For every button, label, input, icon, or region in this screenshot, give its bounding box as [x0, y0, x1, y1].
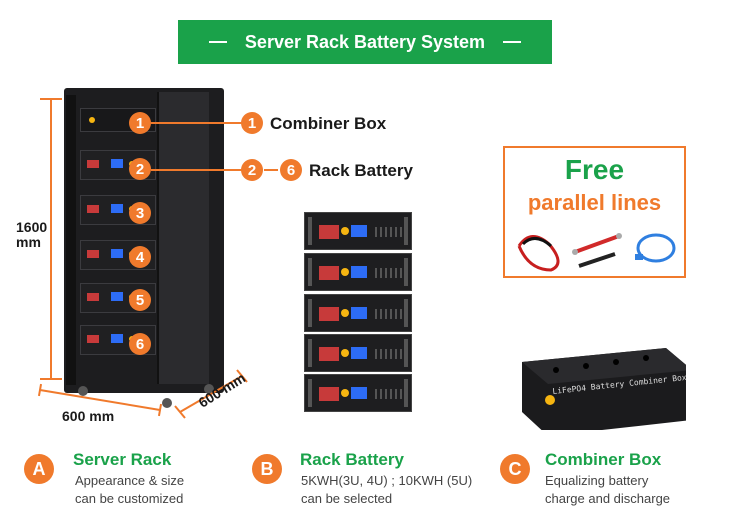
height-dim-line [50, 98, 52, 380]
cabinet-num-6: 6 [129, 333, 151, 355]
callout-range-dash [264, 169, 278, 171]
callout-line-battery [151, 169, 243, 171]
battery-module [304, 334, 412, 372]
cables-icon [517, 233, 676, 272]
height-dim-label: 1600 mm [16, 218, 48, 253]
callout-num-battery-start: 2 [241, 159, 263, 181]
handle-icon [308, 299, 312, 327]
vents-icon [375, 268, 405, 278]
terminal-icon [87, 250, 99, 258]
caster-wheel-icon [162, 398, 172, 408]
page-title: Server Rack Battery System [244, 31, 486, 52]
cabinet-num-3: 3 [129, 202, 151, 224]
handle-icon [404, 339, 408, 367]
section-a-title: Server Rack [73, 450, 172, 469]
handle-icon [404, 299, 408, 327]
cabinet-num-1: 1 [129, 112, 151, 134]
vents-icon [375, 227, 405, 237]
handle-icon [404, 379, 408, 407]
terminal-icon [87, 160, 99, 168]
callout-label-battery: Rack Battery [309, 161, 413, 180]
display-icon [111, 159, 123, 168]
free-subtitle: parallel lines [527, 190, 662, 215]
battery-module [304, 212, 412, 250]
display-icon [111, 292, 123, 301]
section-c-desc: Equalizing battery charge and discharge [545, 473, 671, 506]
handle-icon [404, 217, 408, 245]
handle-icon [308, 258, 312, 286]
section-c-badge: C [500, 454, 530, 484]
handle-icon [404, 258, 408, 286]
logo-icon [341, 389, 349, 397]
title-dash-left [208, 41, 227, 43]
vents-icon [375, 309, 405, 319]
terminal-icon [319, 225, 339, 239]
terminal-icon [87, 335, 99, 343]
terminal-icon [319, 307, 339, 321]
section-b-title: Rack Battery [300, 450, 404, 469]
callout-label-combiner: Combiner Box [270, 114, 387, 133]
logo-icon [341, 268, 349, 276]
display-icon [351, 307, 367, 319]
section-c-title: Combiner Box [545, 450, 662, 469]
section-b-desc: 5KWH(3U, 4U) ; 10KWH (5U) can be selecte… [301, 473, 473, 506]
display-icon [351, 225, 367, 237]
display-icon [111, 249, 123, 258]
vents-icon [375, 349, 405, 359]
height-dim-cap-top [40, 98, 62, 100]
cabinet-side-panel [66, 95, 76, 385]
terminal-icon [319, 387, 339, 401]
display-icon [111, 204, 123, 213]
section-a-desc: Appearance & size can be customized [75, 473, 185, 506]
cabinet-door [157, 92, 209, 384]
logo-icon [341, 309, 349, 317]
title-dash-right [503, 41, 522, 43]
free-parallel-lines-box: Free parallel lines [503, 146, 686, 278]
caster-wheel-icon [204, 384, 214, 394]
combiner-box-illustration [522, 348, 686, 430]
display-icon [351, 347, 367, 359]
callout-num-battery-end: 6 [280, 159, 302, 181]
vents-icon [375, 389, 405, 399]
free-title: Free [564, 154, 625, 185]
terminal-icon [87, 205, 99, 213]
battery-module [304, 374, 412, 412]
caster-wheel-icon [78, 386, 88, 396]
title-banner: Server Rack Battery System [178, 20, 552, 64]
base-dimension-lines [37, 369, 248, 419]
section-a-badge: A [24, 454, 54, 484]
cabinet-num-5: 5 [129, 289, 151, 311]
section-b-badge: B [252, 454, 282, 484]
cabinet-num-4: 4 [129, 246, 151, 268]
handle-icon [308, 339, 312, 367]
terminal-icon [87, 293, 99, 301]
handle-icon [308, 217, 312, 245]
display-icon [351, 266, 367, 278]
width-dim-label: 600 mm [62, 408, 115, 424]
display-icon [111, 334, 123, 343]
display-icon [351, 387, 367, 399]
logo-icon [89, 117, 95, 123]
terminal-icon [319, 266, 339, 280]
handle-icon [308, 379, 312, 407]
battery-module [304, 294, 412, 332]
callout-num-combiner: 1 [241, 112, 263, 134]
logo-icon [341, 227, 349, 235]
callout-line-combiner [151, 122, 243, 124]
terminal-icon [319, 347, 339, 361]
logo-icon [341, 349, 349, 357]
height-dim-cap-bottom [40, 378, 62, 380]
cabinet-num-2: 2 [129, 158, 151, 180]
battery-module [304, 253, 412, 291]
